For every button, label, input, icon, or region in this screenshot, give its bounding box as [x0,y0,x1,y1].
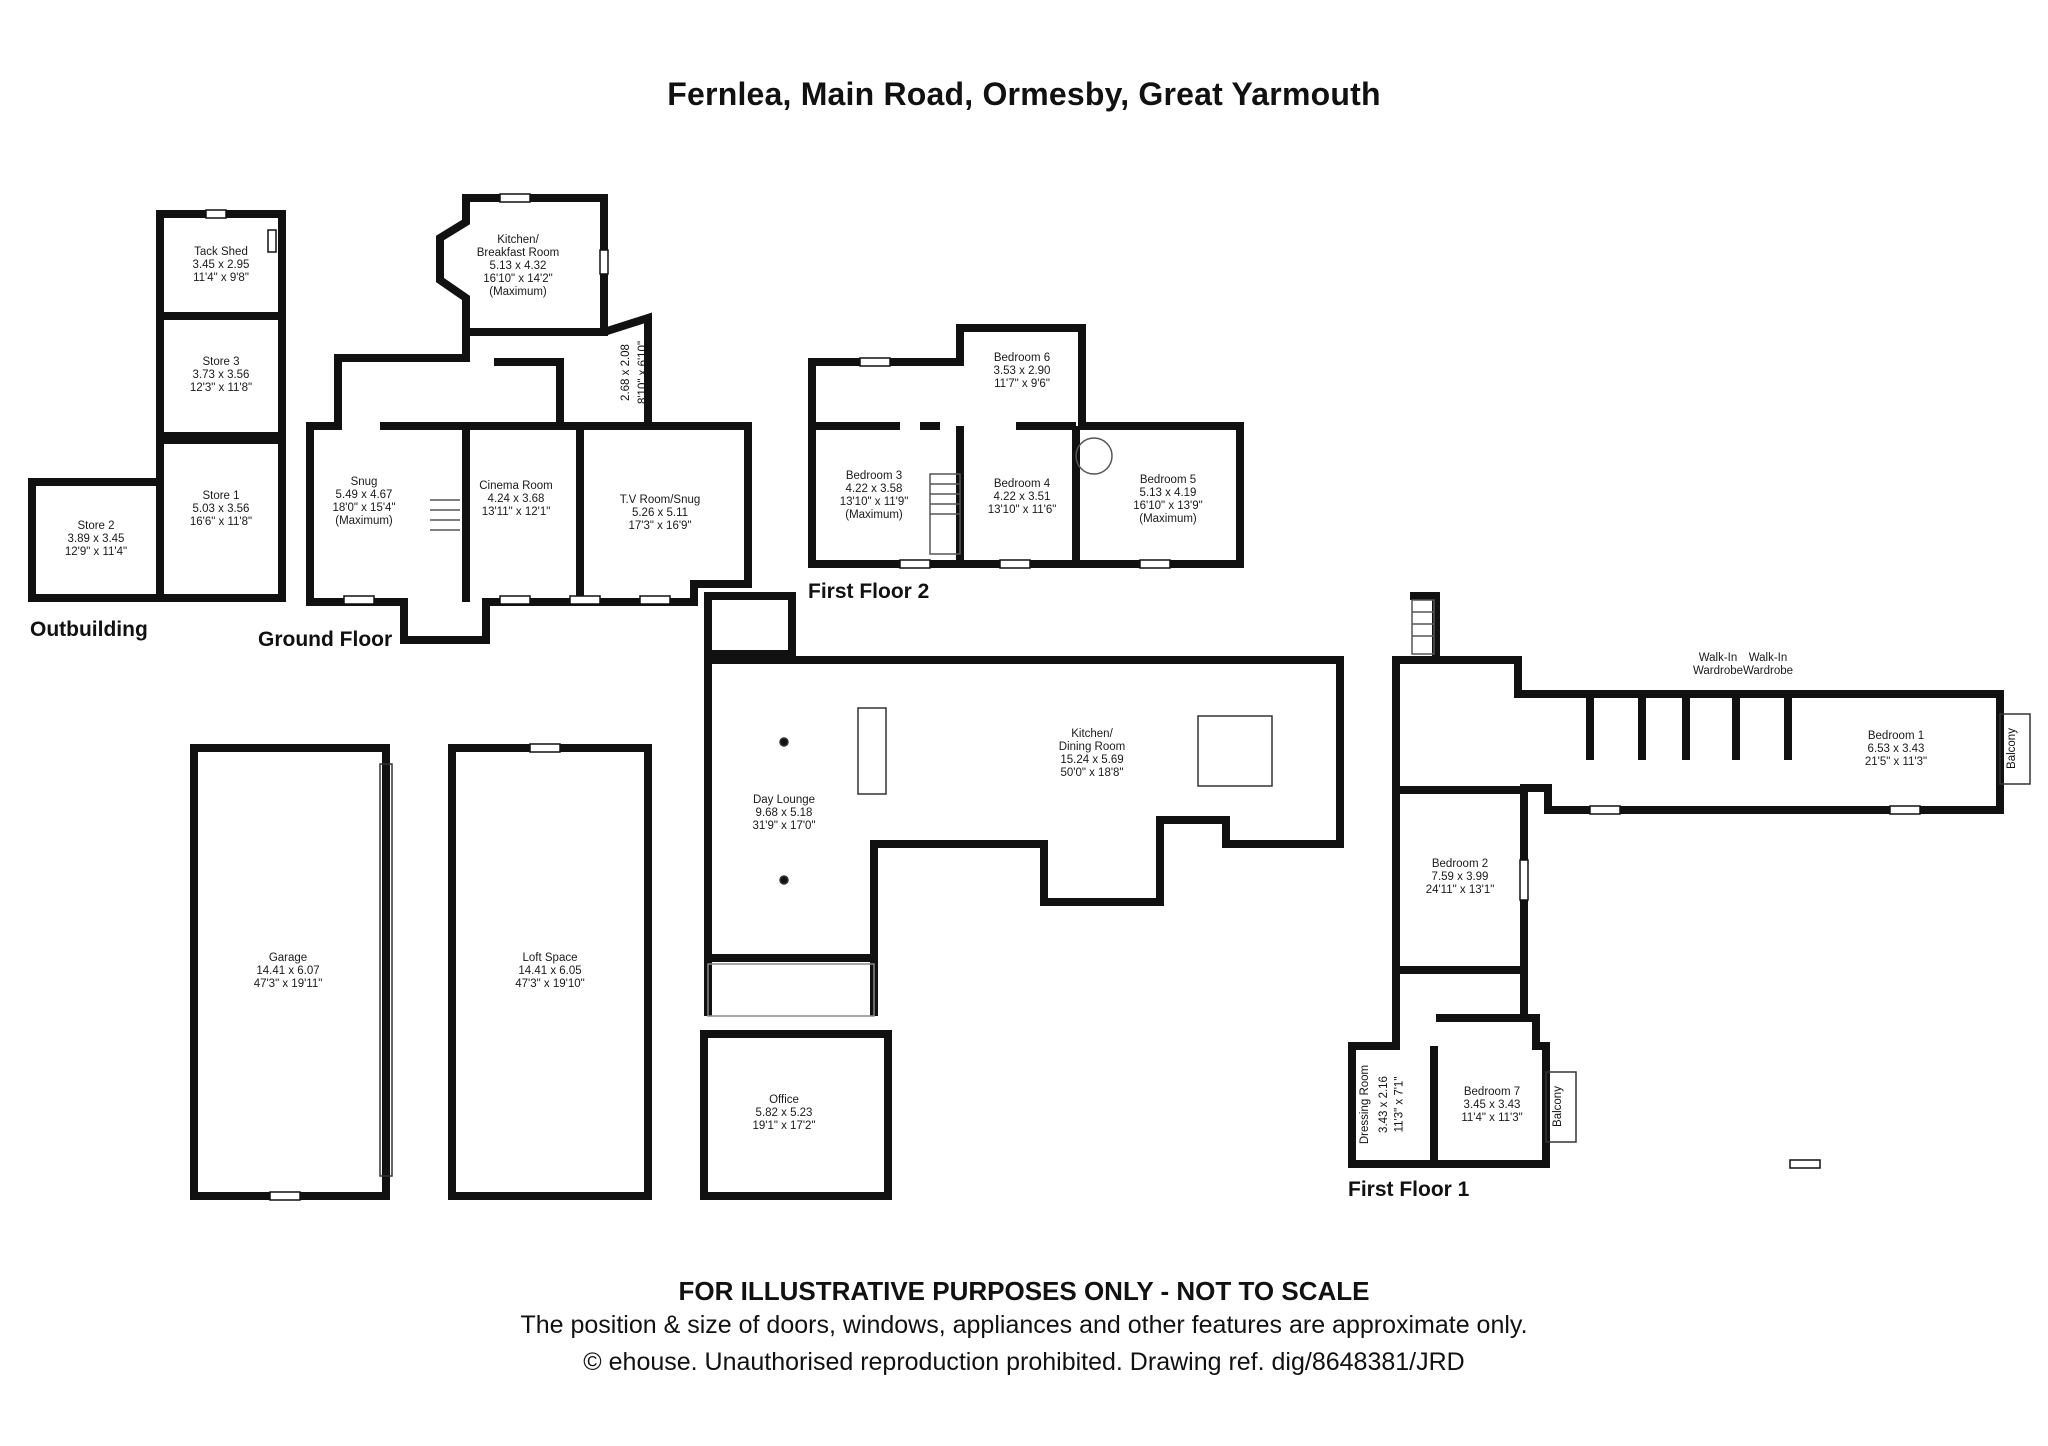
page-title: Fernlea, Main Road, Ormesby, Great Yarmo… [667,76,1381,112]
fireplace-day-lounge [857,707,887,795]
stairs-first-floor-1 [1411,599,1435,655]
room-dressing-room-imperial: 11'3" x 7'1" [1393,1076,1406,1133]
kitchen-island [1197,715,1273,787]
balcony-1-outline [1999,713,2031,785]
stairs-ground [430,499,460,531]
store2-walls [28,478,164,602]
office-walls [700,1030,892,1200]
room-small-hall: 2.68 x 2.08 [619,344,632,401]
first-floor-2-walls [808,324,1244,568]
room-balcony-1: Balcony [2005,728,2018,769]
windows [205,193,1921,1201]
balcony-2-outline [1545,1071,1577,1143]
room-balcony-2: Balcony [1551,1086,1564,1127]
garage-walls [190,744,390,1200]
room-small-hall-imperial: 8'10" x 6'10" [637,340,650,405]
stair-link-walls [704,592,796,658]
room-dressing-room-metric: 3.43 x 2.16 [1377,1076,1390,1133]
garage-doors-strip [379,763,393,1177]
first-floor-1-label: First Floor 1 [1348,1178,1470,1201]
room-dressing-room: Dressing Room [1359,1064,1372,1145]
copyright-text: © ehouse. Unauthorised reproduction proh… [583,1348,1465,1376]
disclaimer-text: The position & size of doors, windows, a… [520,1311,1528,1339]
stairs-first-floor-2 [929,437,1113,555]
first-floor-2-label: First Floor 2 [808,580,930,603]
disclaimer-heading: FOR ILLUSTRATIVE PURPOSES ONLY - NOT TO … [678,1276,1370,1306]
outbuilding-label: Outbuilding [30,618,148,641]
ground-floor-walls [306,312,752,644]
kitchen-breakfast-walls [436,194,608,336]
ground-floor-label: Ground Floor [258,628,393,651]
